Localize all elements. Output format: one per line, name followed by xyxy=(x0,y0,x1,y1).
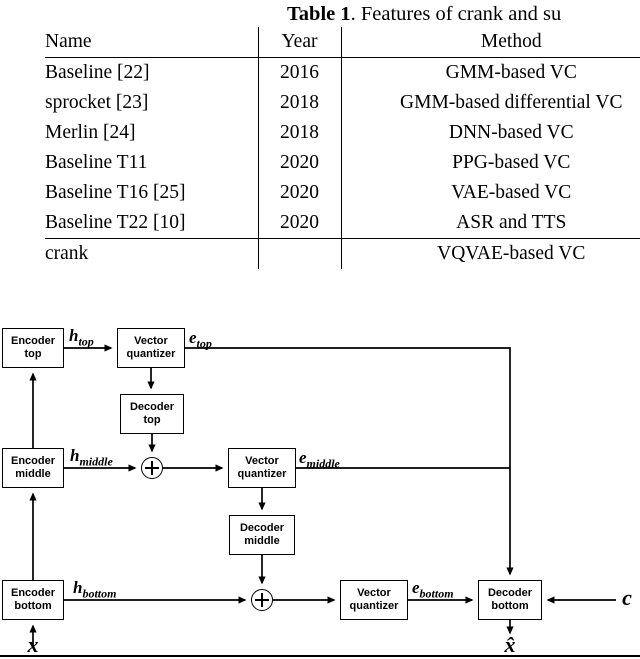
table-header-row: Name Year Method xyxy=(45,27,640,58)
cell-method: DNN-based VC xyxy=(448,122,574,143)
label-h-middle: hmiddle xyxy=(70,446,113,469)
vector-quantizer-bottom-box: Vector quantizer xyxy=(340,580,408,620)
cell-name: Merlin [24] xyxy=(45,118,259,148)
cell-method: GMM-based differential VC xyxy=(400,92,623,113)
table-caption-text: . Features of crank and su xyxy=(350,3,562,25)
label-input-x: x xyxy=(27,632,39,657)
table-row: sprocket [23] 2018 GMM-based differentia… xyxy=(45,88,640,118)
table-row: Baseline T11 2020 PPG-based VC xyxy=(45,148,640,178)
features-table: Name Year Method Baseline [22] 2016 GMM-… xyxy=(45,27,640,269)
label-e-middle: emiddle xyxy=(299,448,340,471)
cell-name: Baseline T16 [25] xyxy=(45,178,259,208)
cell-year: 2018 xyxy=(258,118,342,148)
adder-icon xyxy=(141,457,163,479)
cell-method: PPG-based VC xyxy=(452,152,571,173)
arrow-lines xyxy=(29,344,616,646)
table-row: Merlin [24] 2018 DNN-based VC xyxy=(45,118,640,148)
cell-year: 2018 xyxy=(258,88,342,118)
cell-method: VAE-based VC xyxy=(451,182,572,203)
table-row: Baseline T22 [10] 2020 ASR and TTS xyxy=(45,208,640,239)
table-caption-number: Table 1 xyxy=(287,3,351,25)
vector-quantizer-middle-box: Vector quantizer xyxy=(228,448,296,488)
encoder-bottom-box: Encoder bottom xyxy=(2,580,64,620)
cell-year: 2020 xyxy=(258,178,342,208)
cell-year xyxy=(258,238,342,269)
table-row: crank VQVAE-based VC xyxy=(45,238,640,269)
encoder-top-box: Encoder top xyxy=(2,328,64,368)
decoder-bottom-box: Decoder bottom xyxy=(478,580,542,620)
figure-bottom-border xyxy=(0,655,640,657)
cell-name: Baseline [22] xyxy=(45,57,259,88)
cell-name: crank xyxy=(45,238,259,269)
cell-name: Baseline T22 [10] xyxy=(45,208,259,239)
label-h-bottom: hbottom xyxy=(73,578,117,601)
cell-year: 2020 xyxy=(258,208,342,239)
adder-icon xyxy=(251,589,273,611)
decoder-top-box: Decoder top xyxy=(120,394,184,434)
cell-name: sprocket [23] xyxy=(45,88,259,118)
label-e-top: etop xyxy=(189,328,212,351)
table-row: Baseline [22] 2016 GMM-based VC xyxy=(45,57,640,88)
cell-method: GMM-based VC xyxy=(445,62,577,83)
label-condition-c: c xyxy=(622,585,632,610)
column-header-name: Name xyxy=(45,27,259,58)
cell-year: 2016 xyxy=(258,57,342,88)
vector-quantizer-top-box: Vector quantizer xyxy=(117,328,185,368)
table-caption: Table 1. Features of crank and su xyxy=(287,3,561,26)
encoder-middle-box: Encoder middle xyxy=(2,448,64,488)
table-row: Baseline T16 [25] 2020 VAE-based VC xyxy=(45,178,640,208)
cell-method: VQVAE-based VC xyxy=(341,238,640,269)
decoder-middle-box: Decoder middle xyxy=(229,515,295,555)
column-header-method: Method xyxy=(341,27,640,58)
column-header-year: Year xyxy=(258,27,342,58)
label-e-bottom: ebottom xyxy=(412,578,454,601)
label-h-top: htop xyxy=(69,326,94,349)
label-output-x-hat: x̂ xyxy=(504,632,516,657)
cell-year: 2020 xyxy=(258,148,342,178)
cell-name: Baseline T11 xyxy=(45,148,259,178)
cell-method: ASR and TTS xyxy=(456,212,567,233)
